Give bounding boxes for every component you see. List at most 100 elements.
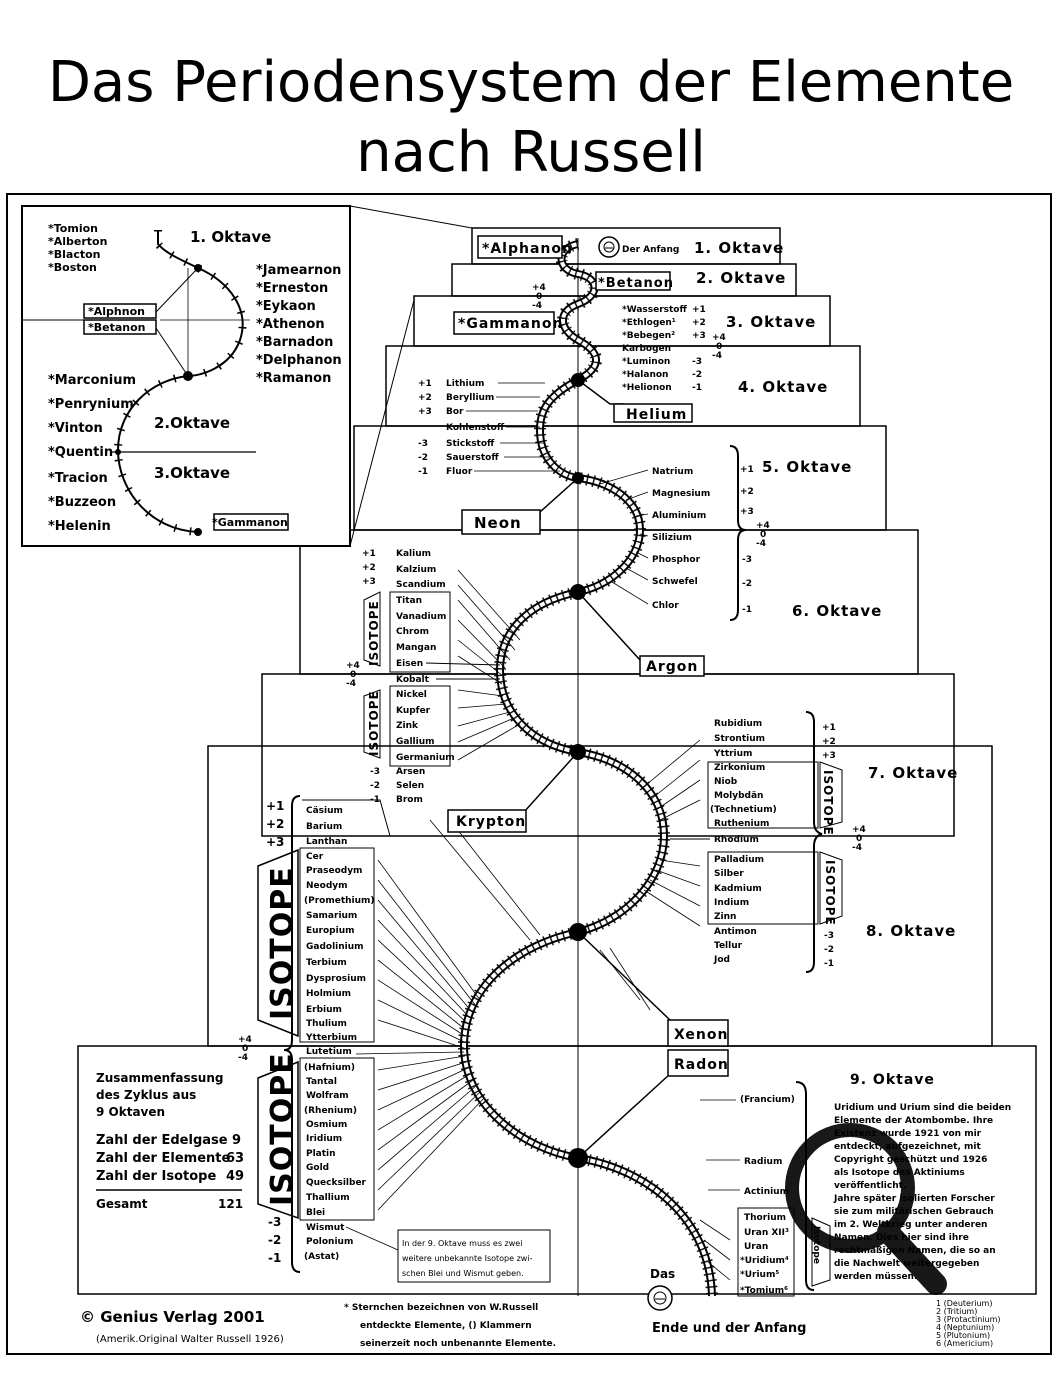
svg-text:*Marconium: *Marconium — [48, 373, 136, 388]
octave-3-label: 3. Oktave — [726, 313, 816, 331]
svg-text:Praseodym: Praseodym — [306, 866, 362, 876]
svg-text:Sauerstoff: Sauerstoff — [446, 453, 499, 463]
oct6-isotope-box-2 — [389, 685, 451, 767]
svg-text:Kalzium: Kalzium — [396, 565, 436, 575]
svg-text:*Barnadon: *Barnadon — [256, 335, 333, 350]
argon-label: Argon — [646, 659, 698, 675]
svg-text:Gadolinium: Gadolinium — [306, 942, 364, 952]
svg-text:-1: -1 — [418, 467, 428, 477]
svg-text:Mangan: Mangan — [396, 643, 436, 653]
svg-text:-3: -3 — [692, 357, 702, 367]
oct4-leaders — [466, 382, 560, 472]
svg-text:Fluor: Fluor — [446, 467, 473, 477]
svg-text:Titan: Titan — [396, 596, 422, 606]
svg-text:+2: +2 — [692, 318, 706, 328]
svg-text:Rhodium: Rhodium — [714, 835, 759, 845]
inset-link-line-2 — [349, 299, 415, 547]
svg-text:5 (Plutonium): 5 (Plutonium) — [936, 1331, 990, 1340]
svg-text:Thulium: Thulium — [306, 1019, 347, 1029]
svg-text:Zink: Zink — [396, 721, 419, 731]
svg-text:*Blacton: *Blacton — [48, 248, 101, 261]
svg-text:Wismut: Wismut — [306, 1223, 345, 1233]
svg-text:Samarium: Samarium — [306, 911, 357, 921]
oct9-isotope-box-2 — [299, 1057, 375, 1221]
oct7-isotope-label: ISOTOPE — [821, 770, 835, 836]
svg-text:Tellur: Tellur — [714, 941, 743, 951]
svg-text:Indium: Indium — [714, 898, 749, 908]
svg-text:Cer: Cer — [306, 852, 324, 862]
svg-text:Iridium: Iridium — [306, 1134, 342, 1144]
svg-text:Radium: Radium — [744, 1157, 782, 1167]
svg-text:Uran: Uran — [744, 1242, 768, 1252]
betanon-box — [595, 271, 671, 291]
svg-text:121: 121 — [218, 1197, 243, 1211]
svg-text:Kadmium: Kadmium — [714, 884, 762, 894]
svg-text:Niob: Niob — [714, 777, 738, 787]
note-line-3: schen Blei und Wismut geben. — [402, 1269, 524, 1278]
svg-text:1. Oktave: 1. Oktave — [190, 228, 271, 246]
svg-text:0: 0 — [716, 342, 722, 352]
svg-text:*Helenin: *Helenin — [48, 519, 111, 534]
svg-text:Bor: Bor — [446, 407, 464, 417]
svg-text:*Erneston: *Erneston — [256, 281, 328, 296]
svg-text:+1: +1 — [822, 723, 836, 733]
svg-text:Osmium: Osmium — [306, 1120, 347, 1130]
svg-text:*Uridium⁴: *Uridium⁴ — [740, 1256, 789, 1266]
svg-text:Germanium: Germanium — [396, 753, 455, 763]
svg-text:(Francium): (Francium) — [740, 1095, 795, 1105]
octave-2-label: 2. Oktave — [696, 269, 786, 287]
svg-text:-3: -3 — [370, 767, 380, 777]
svg-text:Phosphor: Phosphor — [652, 555, 701, 565]
svg-text:-4: -4 — [852, 843, 862, 853]
svg-text:+4: +4 — [346, 661, 360, 671]
inset-content: *Tomion *Alberton *Blacton *Boston 1. Ok… — [22, 222, 342, 536]
svg-text:-2: -2 — [742, 579, 752, 589]
svg-text:-4: -4 — [532, 301, 542, 311]
svg-text:*Boston: *Boston — [48, 261, 97, 274]
svg-text:-3: -3 — [824, 931, 834, 941]
svg-text:-1: -1 — [692, 383, 702, 393]
svg-text:*Eykaon: *Eykaon — [256, 299, 316, 314]
svg-text:Blei: Blei — [306, 1208, 325, 1218]
svg-text:49: 49 — [226, 1169, 244, 1184]
octave-4-label: 4. Oktave — [738, 378, 828, 396]
octave-9-label: 9. Oktave — [850, 1072, 935, 1088]
svg-text:4 (Neptunium): 4 (Neptunium) — [936, 1323, 994, 1332]
svg-text:+1: +1 — [740, 465, 754, 475]
alphanon-box — [477, 235, 563, 259]
oct8-isotope-label: ISOTOPE — [823, 860, 837, 926]
note-line-2: weitere unbekannte Isotope zwi- — [402, 1254, 533, 1263]
svg-text:im 2. Weltkrieg unter anderen: im 2. Weltkrieg unter anderen — [834, 1220, 987, 1230]
svg-text:0: 0 — [760, 530, 766, 540]
svg-text:Jod: Jod — [713, 955, 730, 965]
svg-text:*Tomium⁶: *Tomium⁶ — [740, 1286, 788, 1296]
der-anfang-label: Der Anfang — [622, 245, 679, 255]
note-line-1: In der 9. Oktave muss es zwei — [402, 1239, 522, 1248]
helium-label: Helium — [626, 407, 687, 423]
octave-8-label: 8. Oktave — [866, 922, 956, 940]
svg-text:+2: +2 — [362, 563, 376, 573]
svg-text:Gesamt: Gesamt — [96, 1197, 148, 1211]
inset-link-line — [349, 205, 473, 229]
svg-text:+2: +2 — [740, 487, 754, 497]
svg-text:*Jamearnon: *Jamearnon — [256, 263, 341, 278]
svg-text:Dysprosium: Dysprosium — [306, 974, 366, 984]
svg-text:Ytterbium: Ytterbium — [305, 1033, 357, 1043]
svg-text:(Promethium): (Promethium) — [304, 896, 375, 906]
svg-text:Neodym: Neodym — [306, 881, 348, 891]
original-credit: (Amerik.Original Walter Russell 1926) — [96, 1334, 284, 1345]
svg-text:Erbium: Erbium — [306, 1005, 342, 1015]
svg-text:+4: +4 — [852, 825, 866, 835]
svg-text:-1: -1 — [824, 959, 834, 969]
oct6-isotope-box-1 — [389, 591, 451, 673]
svg-text:Zusammenfassung: Zusammenfassung — [96, 1071, 223, 1085]
svg-text:-2: -2 — [824, 945, 834, 955]
svg-text:Zirkonium: Zirkonium — [714, 763, 765, 773]
asterisk-note-1: * Sternchen bezeichnen von W.Russell — [344, 1303, 538, 1313]
octave-7-label: 7. Oktave — [868, 764, 958, 782]
svg-text:+2: +2 — [822, 737, 836, 747]
oct9-right-brace — [795, 1081, 815, 1291]
svg-text:+2: +2 — [266, 817, 284, 831]
svg-text:Natrium: Natrium — [652, 467, 693, 477]
svg-text:Zinn: Zinn — [714, 912, 736, 922]
